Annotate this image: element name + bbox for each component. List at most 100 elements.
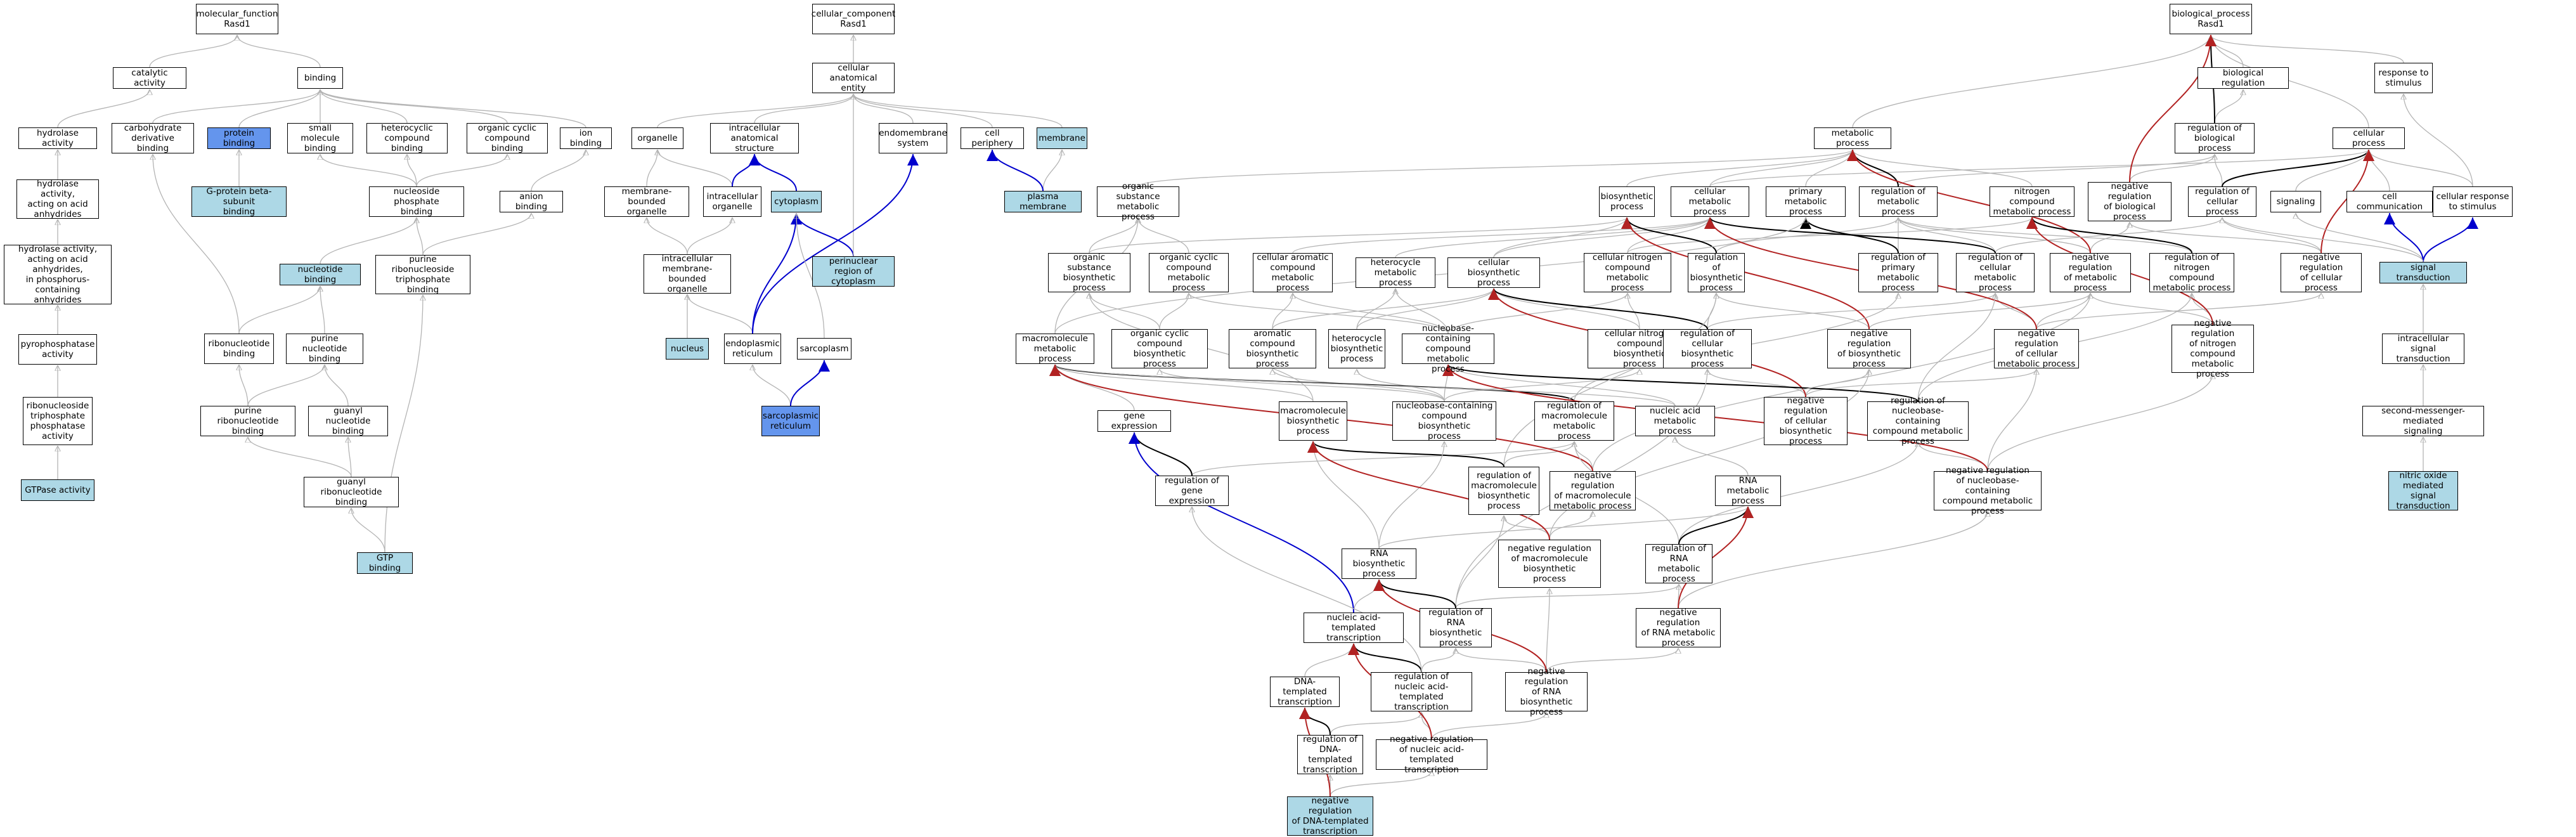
go-term-node[interactable]: regulation of nucleobase-containing comp… [1867, 396, 1969, 446]
go-term-node[interactable]: cellular aromatic compound metabolic pro… [1253, 252, 1333, 293]
go-term-node[interactable]: RNA metabolic process [1715, 476, 1781, 506]
go-term-node[interactable]: primary metabolic process [1766, 186, 1846, 217]
go-term-node[interactable]: metabolic process [1814, 127, 1891, 149]
go-term-node[interactable]: nitric oxide mediated signal transductio… [2388, 470, 2458, 511]
go-term-node[interactable]: regulation of RNA biosynthetic process [1420, 607, 1492, 648]
go-term-node[interactable]: intracellular organelle [703, 186, 761, 217]
go-term-node[interactable]: membrane [1037, 127, 1087, 149]
go-term-node[interactable]: organic cyclic compound biosynthetic pro… [1111, 328, 1208, 369]
go-term-node[interactable]: negative regulation of cellular biosynth… [1764, 396, 1848, 446]
go-term-node[interactable]: pyrophosphatase activity [18, 334, 97, 365]
go-term-node[interactable]: cellular response to stimulus [2433, 186, 2513, 217]
go-term-node[interactable]: intracellular signal transduction [2382, 334, 2464, 364]
go-term-node[interactable]: nucleoside phosphate binding [369, 186, 464, 217]
go-term-node[interactable]: ribonucleoside triphosphate phosphatase … [23, 397, 93, 445]
go-term-node[interactable]: negative regulation of cellular metaboli… [1994, 328, 2079, 369]
go-term-node[interactable]: membrane-bounded organelle [604, 186, 689, 217]
go-term-node[interactable]: regulation of biosynthetic process [1688, 252, 1745, 293]
go-term-node[interactable]: negative regulation of biosynthetic proc… [1827, 328, 1911, 369]
go-term-node[interactable]: hydrolase activity, acting on acid anhyd… [16, 179, 99, 219]
go-term-node[interactable]: cytoplasm [771, 191, 822, 212]
go-term-node[interactable]: organic substance metabolic process [1097, 181, 1179, 222]
go-term-node[interactable]: guanyl ribonucleotide binding [304, 477, 399, 507]
go-term-node[interactable]: anion binding [500, 191, 563, 212]
go-term-node[interactable]: sarcoplasmic reticulum [761, 406, 820, 436]
go-term-node[interactable]: signal transduction [2379, 262, 2467, 283]
go-term-node[interactable]: ribonucleotide binding [204, 334, 274, 364]
go-term-node[interactable]: regulation of nitrogen compound metaboli… [2149, 252, 2234, 293]
go-term-node[interactable]: biosynthetic process [1599, 186, 1655, 217]
go-term-node[interactable]: cell communication [2346, 191, 2433, 212]
go-term-node[interactable]: purine nucleotide binding [286, 334, 363, 364]
go-term-node[interactable]: hydrolase activity [18, 127, 97, 149]
go-term-node[interactable]: regulation of macromolecule metabolic pr… [1534, 401, 1614, 441]
go-term-node[interactable]: sarcoplasm [797, 338, 851, 360]
go-term-node[interactable]: regulation of nucleic acid-templated tra… [1371, 672, 1472, 712]
go-term-node[interactable]: second-messenger-mediated signaling [2362, 406, 2484, 436]
go-term-node[interactable]: macromolecule biosynthetic process [1279, 401, 1347, 441]
go-term-node[interactable]: regulation of cellular metabolic process [1956, 252, 2035, 293]
go-term-node[interactable]: negative regulation of biological proces… [2088, 181, 2171, 222]
go-term-node[interactable]: nucleobase-containing compound biosynthe… [1392, 401, 1496, 441]
go-term-node[interactable]: RNA biosynthetic process [1342, 548, 1416, 579]
go-term-node[interactable]: endoplasmic reticulum [724, 334, 781, 364]
go-term-node[interactable]: guanyl nucleotide binding [308, 406, 388, 436]
go-term-node[interactable]: nucleic acid metabolic process [1635, 406, 1715, 436]
go-term-node[interactable]: negative regulation of macromolecule met… [1550, 470, 1636, 511]
go-term-node[interactable]: negative regulation of nucleic acid-temp… [1376, 734, 1487, 775]
go-term-node[interactable]: plasma membrane [1004, 191, 1082, 212]
go-term-node[interactable]: purine ribonucleotide binding [200, 406, 295, 436]
go-term-node[interactable]: negative regulation of DNA-templated tra… [1287, 796, 1373, 836]
go-term-node[interactable]: negative regulation of macromolecule bio… [1498, 540, 1601, 588]
go-term-node[interactable]: cellular process [2333, 127, 2405, 149]
go-term-node[interactable]: regulation of primary metabolic process [1858, 252, 1938, 293]
go-term-node[interactable]: organic substance biosynthetic process [1048, 252, 1130, 293]
go-term-node[interactable]: cellular metabolic process [1671, 186, 1749, 217]
go-term-node[interactable]: signaling [2270, 191, 2321, 212]
go-term-node[interactable]: negative regulation of RNA metabolic pro… [1636, 607, 1721, 648]
go-term-node[interactable]: organelle [631, 127, 683, 149]
go-term-node[interactable]: heterocycle biosynthetic process [1328, 329, 1385, 368]
go-term-node[interactable]: negative regulation of RNA biosynthetic … [1505, 666, 1588, 717]
go-term-node[interactable]: regulation of macromolecule biosynthetic… [1468, 467, 1539, 515]
go-term-node[interactable]: intracellular membrane-bounded organelle [644, 254, 731, 294]
go-term-node[interactable]: cellular anatomical entity [812, 63, 895, 93]
go-term-node[interactable]: cellular biosynthetic process [1447, 257, 1540, 288]
go-term-node[interactable]: organic cyclic compound binding [467, 123, 548, 153]
go-term-node[interactable]: cellular nitrogen compound metabolic pro… [1584, 252, 1671, 293]
go-term-node[interactable]: organic cyclic compound metabolic proces… [1149, 252, 1229, 293]
go-term-node[interactable]: gene expression [1097, 410, 1171, 432]
go-term-node[interactable]: regulation of gene expression [1155, 476, 1229, 506]
go-term-node[interactable]: molecular_function Rasd1 [196, 4, 278, 34]
go-term-node[interactable]: purine ribonucleoside triphosphate bindi… [375, 254, 470, 295]
go-term-node[interactable]: biological regulation [2197, 67, 2289, 89]
go-term-node[interactable]: regulation of cellular biosynthetic proc… [1663, 328, 1752, 369]
go-term-node[interactable]: catalytic activity [113, 67, 186, 89]
go-term-node[interactable]: protein binding [207, 127, 271, 149]
go-term-node[interactable]: nucleobase-containing compound metabolic… [1402, 323, 1494, 374]
go-term-node[interactable]: GTPase activity [21, 479, 94, 501]
go-term-node[interactable]: negative regulation of nitrogen compound… [2171, 318, 2254, 379]
go-term-node[interactable]: regulation of cellular process [2188, 186, 2256, 217]
go-term-node[interactable]: regulation of DNA-templated transcriptio… [1297, 734, 1363, 775]
go-term-node[interactable]: macromolecule metabolic process [1016, 334, 1094, 364]
go-term-node[interactable]: cellular_component Rasd1 [812, 4, 895, 34]
go-term-node[interactable]: regulation of metabolic process [1859, 186, 1938, 217]
go-term-node[interactable]: heterocyclic compound binding [366, 123, 448, 153]
go-term-node[interactable]: carbohydrate derivative binding [112, 123, 194, 153]
go-term-node[interactable]: G-protein beta-subunit binding [191, 186, 287, 217]
go-term-node[interactable]: endomembrane system [879, 123, 947, 153]
go-term-node[interactable]: negative regulation of cellular process [2281, 252, 2362, 293]
go-term-node[interactable]: GTP binding [357, 552, 413, 574]
go-term-node[interactable]: ion binding [560, 127, 612, 149]
go-term-node[interactable]: regulation of biological process [2175, 123, 2255, 153]
go-term-node[interactable]: small molecule binding [287, 123, 353, 153]
go-term-node[interactable]: nucleotide binding [280, 264, 361, 285]
go-term-node[interactable]: binding [297, 67, 343, 89]
go-term-node[interactable]: perinuclear region of cytoplasm [812, 256, 895, 287]
go-term-node[interactable]: intracellular anatomical structure [710, 123, 799, 153]
go-term-node[interactable]: nucleic acid-templated transcription [1304, 613, 1404, 643]
go-term-node[interactable]: nucleus [666, 338, 709, 360]
go-term-node[interactable]: cell periphery [961, 127, 1024, 149]
go-term-node[interactable]: nitrogen compound metabolic process [1990, 186, 2074, 217]
